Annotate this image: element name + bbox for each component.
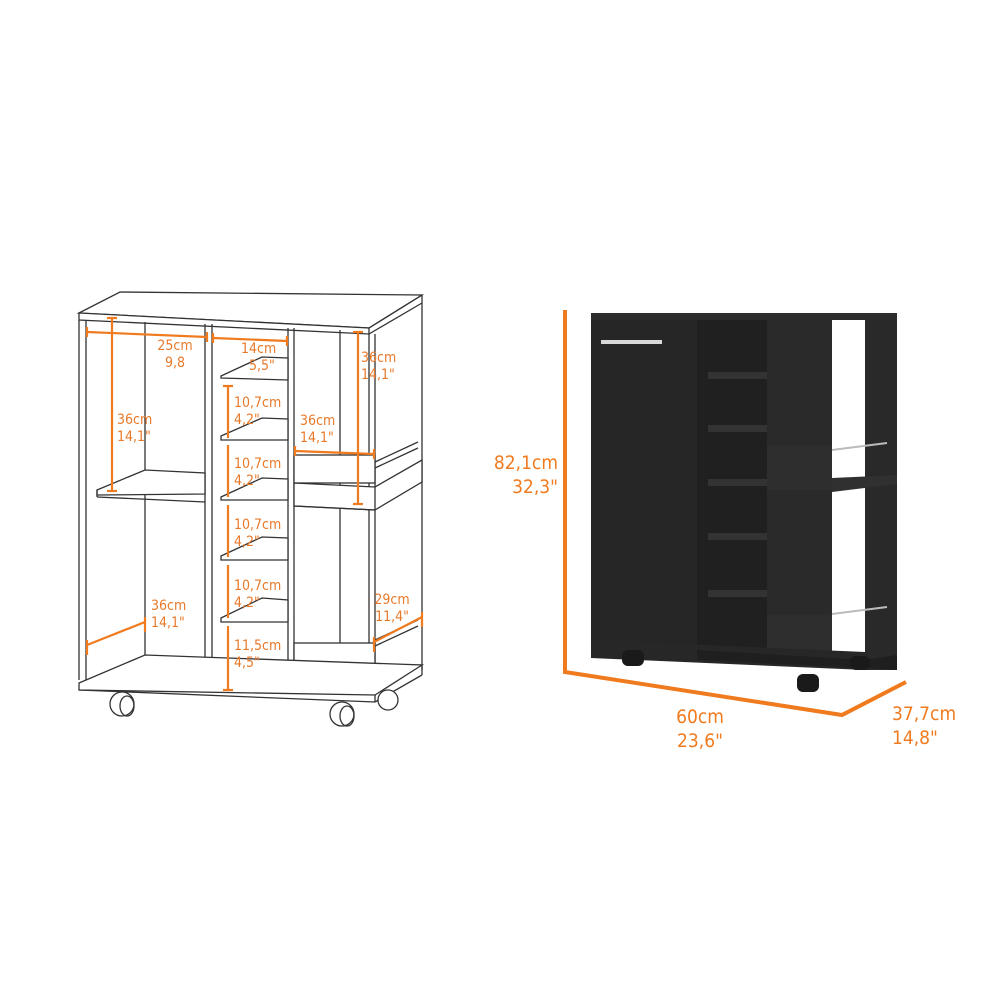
- dim-cm: 11,5cm: [234, 638, 282, 654]
- dim-cm: 29cm: [374, 592, 410, 608]
- dim-cm: 10,7cm: [234, 517, 282, 533]
- dim-in: 14,1": [151, 615, 185, 631]
- dim-in: 4,5": [234, 655, 260, 671]
- dim-cm: 60cm: [676, 706, 724, 728]
- dim-in: 4,2": [234, 595, 260, 611]
- dim-cm: 36cm: [151, 598, 187, 614]
- dim-in: 4,2": [234, 412, 260, 428]
- dim-cm: 14cm: [241, 341, 277, 357]
- dim-in: 11,4": [375, 609, 409, 625]
- dim-cm: 10,7cm: [234, 395, 282, 411]
- dim-cm: 37,7cm: [892, 703, 957, 725]
- dim-cm: 36cm: [361, 350, 397, 366]
- dim-in: 9,8: [164, 355, 186, 371]
- dim-in: 4,2": [234, 534, 260, 550]
- dim-cm: 10,7cm: [234, 456, 282, 472]
- dim-cm: 36cm: [117, 412, 153, 428]
- dim-cm: 25cm: [157, 338, 193, 354]
- dim-in: 14,8": [892, 727, 938, 749]
- dim-cm: 82,1cm: [493, 452, 558, 474]
- dim-in: 14,1": [300, 430, 334, 446]
- dim-in: 32,3": [512, 476, 558, 498]
- dim-in: 5,5": [249, 358, 275, 374]
- dim-in: 4,2": [234, 473, 260, 489]
- dim-in: 14,1": [117, 429, 151, 445]
- dim-cm: 10,7cm: [234, 578, 282, 594]
- dim-cm: 36cm: [300, 413, 336, 429]
- dim-in: 23,6": [677, 730, 723, 752]
- dim-in: 14,1": [361, 367, 395, 383]
